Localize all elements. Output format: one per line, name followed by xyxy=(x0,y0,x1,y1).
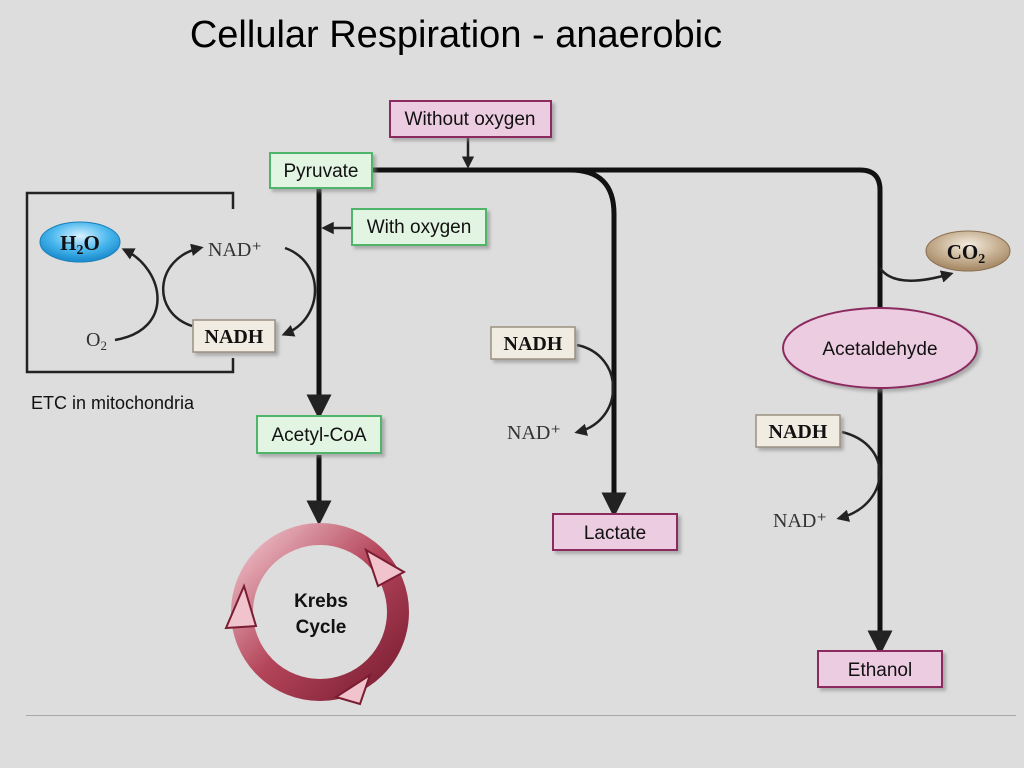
nadh-mid-label: NADH xyxy=(504,333,563,355)
without-oxygen-label: Without oxygen xyxy=(405,109,536,130)
nad-plus-mid-label: NAD⁺ xyxy=(507,422,561,444)
acetaldehyde-ellipse xyxy=(782,307,978,389)
ethanol-box xyxy=(817,650,943,688)
nad-plus-left-label: NAD⁺ xyxy=(208,239,262,261)
acetyl-coa-label: Acetyl-CoA xyxy=(271,425,366,446)
nadh-mid-curve xyxy=(574,343,615,436)
main-branch-line xyxy=(372,167,883,310)
pyruvate-label: Pyruvate xyxy=(284,161,359,182)
etc-label: ETC in mitochondria xyxy=(31,393,195,413)
without-oxygen-box xyxy=(389,100,552,138)
lactate-box xyxy=(552,513,678,551)
slide-title: Cellular Respiration - anaerobic xyxy=(189,14,723,56)
nadh-right-label: NADH xyxy=(769,421,828,443)
lactate-branch-line xyxy=(569,167,627,518)
h2o-ellipse xyxy=(39,221,121,263)
with-oxygen-label: With oxygen xyxy=(367,217,472,238)
nadh-right-curve xyxy=(836,430,881,522)
pyruvate-box xyxy=(269,152,373,189)
lactate-label: Lactate xyxy=(584,523,646,544)
footer-rule xyxy=(26,715,1016,716)
nadh-to-nad-curve xyxy=(161,243,204,328)
o2-label: O2 xyxy=(86,329,107,353)
krebs-cycle-ring xyxy=(224,523,409,706)
nad-to-nadh-curve xyxy=(281,246,317,337)
krebs-label-line1: Krebs xyxy=(294,591,348,612)
with-oxygen-box xyxy=(351,208,487,246)
o2-to-h2o-curve xyxy=(114,248,159,342)
nad-plus-right-label: NAD⁺ xyxy=(773,510,827,532)
acetaldehyde-label: Acetaldehyde xyxy=(822,339,937,360)
nadh-mid-box xyxy=(490,326,576,360)
h2o-label: H2O xyxy=(60,231,100,258)
nadh-left-label: NADH xyxy=(205,326,264,348)
nadh-left-box xyxy=(192,319,276,353)
co2-label: CO2 xyxy=(947,240,986,267)
nadh-right-box xyxy=(755,414,841,448)
co2-ellipse xyxy=(925,230,1011,272)
acetyl-coa-box xyxy=(256,415,382,454)
ethanol-label: Ethanol xyxy=(848,660,912,681)
etc-box xyxy=(25,191,235,374)
co2-release-arrow xyxy=(878,267,954,283)
krebs-label-line2: Cycle xyxy=(296,617,347,638)
